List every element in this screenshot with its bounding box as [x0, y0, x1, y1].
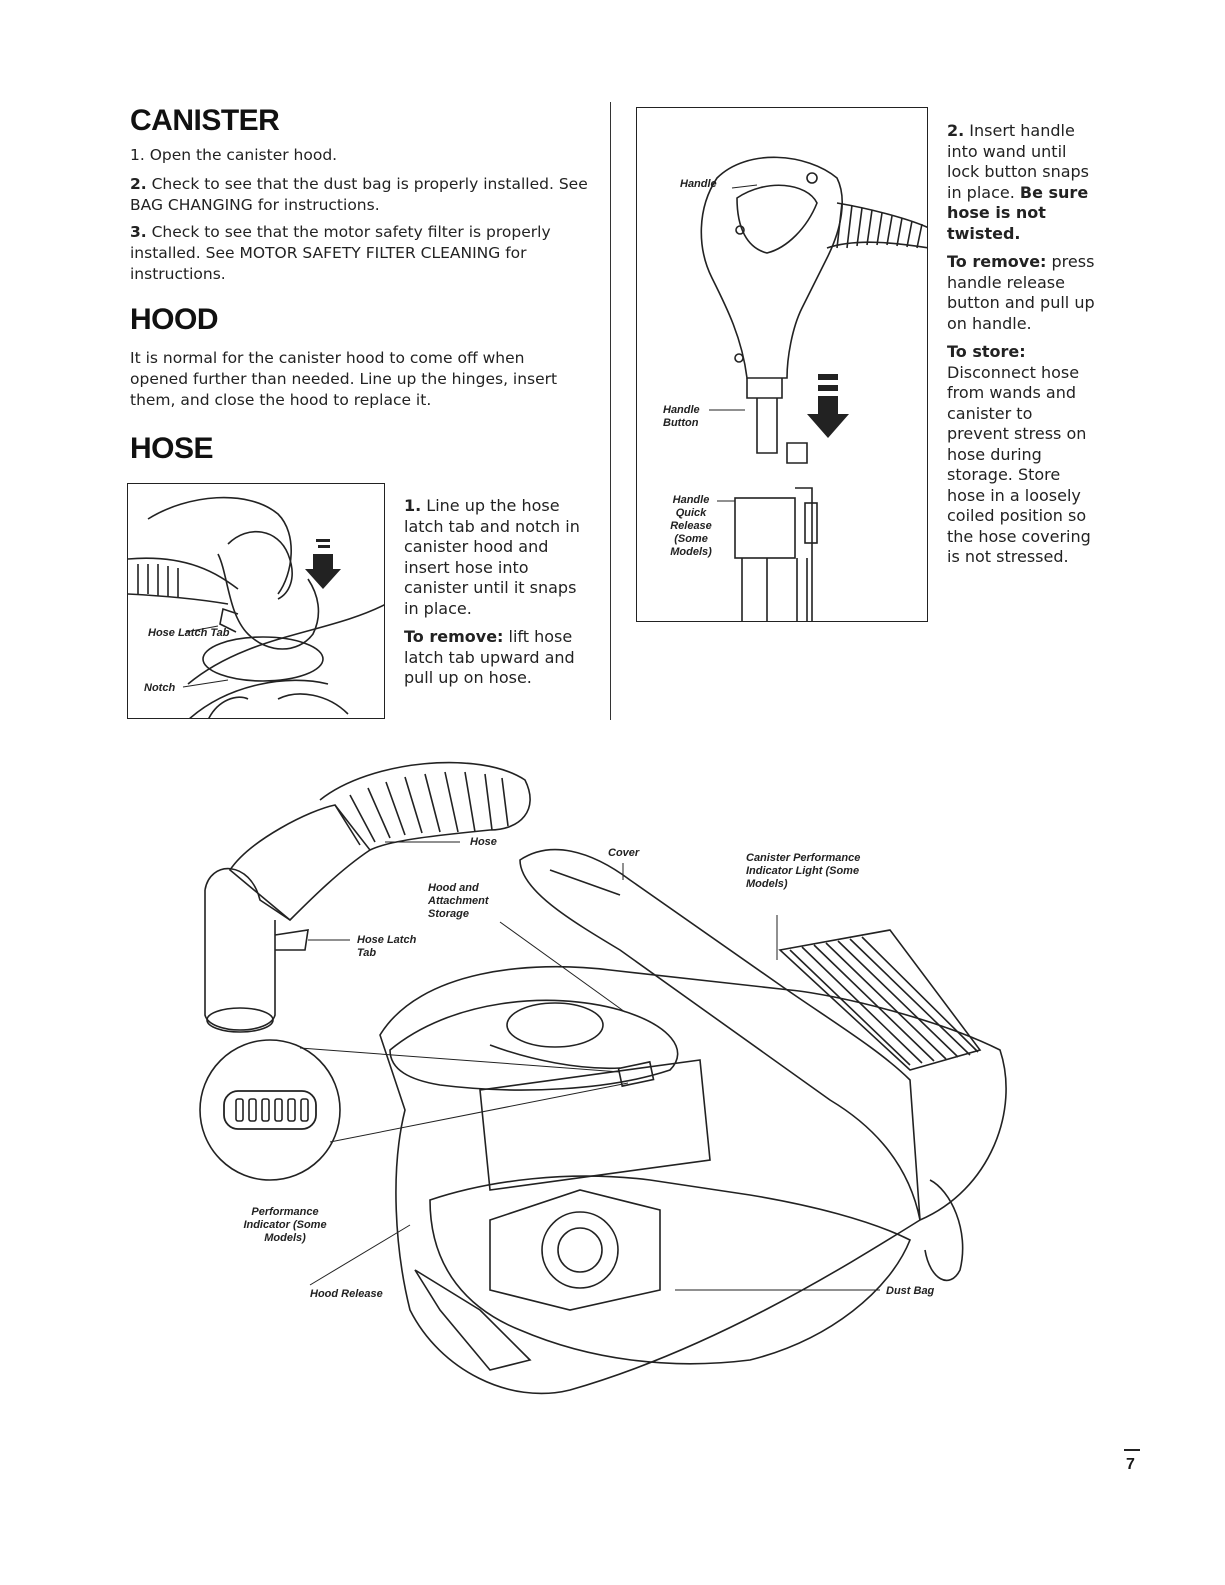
hood-text: It is normal for the canister hood to co… [130, 349, 558, 409]
handle-illustration [700, 156, 927, 621]
column-divider [610, 102, 611, 720]
handle-store: Disconnect hose from wands and canister … [947, 362, 1091, 567]
handle-store-label: To store: [947, 342, 1026, 361]
label-notch: Notch [144, 682, 176, 694]
label-performance-indicator: Performance Indicator (Some Models) [243, 1206, 327, 1244]
label-cover: Cover [608, 847, 640, 859]
label-hose-latch: Hose Latch Tab [357, 934, 417, 959]
page-number-rule [1124, 1449, 1140, 1451]
canister-step-2: 2. Check to see that the dust bag is pro… [130, 175, 588, 214]
hose-step-1: 1. Line up the hose latch tab and notch … [404, 496, 580, 618]
canister-diagram: Hose Cover Canister Performance Indicato… [190, 750, 1020, 1410]
label-hose-latch-tab: Hose Latch Tab [148, 627, 230, 639]
hose-remove: To remove: lift hose latch tab upward an… [404, 627, 575, 687]
label-handle-button: Handle Button [663, 404, 700, 429]
page-number: 7 [1126, 1456, 1135, 1473]
label-dust-bag: Dust Bag [886, 1285, 935, 1297]
hose-instructions: 1. Line up the hose latch tab and notch … [404, 496, 589, 689]
canister-illustration [199, 761, 1007, 1395]
canister-steps: 1. Open the canister hood. 2. Check to s… [130, 145, 590, 285]
canister-step-1: 1. Open the canister hood. [130, 146, 338, 164]
label-hose: Hose [470, 836, 497, 848]
canister-step-3: 3. Check to see that the motor safety fi… [130, 223, 551, 283]
handle-remove: To remove: press handle release button a… [947, 252, 1095, 333]
label-canister-light: Canister Performance Indicator Light (So… [746, 852, 861, 890]
hose-heading: HOSE [130, 432, 214, 465]
hood-heading: HOOD [130, 303, 219, 336]
label-handle-quick-release: Handle Quick Release (Some Models) [670, 494, 712, 558]
label-handle: Handle [680, 178, 717, 190]
label-hood-release: Hood Release [310, 1288, 383, 1300]
label-hood-storage: Hood and Attachment Storage [428, 882, 489, 920]
hose-latch-figure: Hose Latch Tab Notch [127, 483, 385, 719]
handle-instructions: 2. Insert handle into wand until lock bu… [947, 121, 1097, 568]
handle-figure: Handle Handle Button Handle Quick Releas… [636, 107, 928, 622]
canister-heading: CANISTER [130, 104, 280, 137]
handle-step-2: 2. Insert handle into wand until lock bu… [947, 121, 1090, 243]
hose-latch-illustration [128, 496, 384, 718]
